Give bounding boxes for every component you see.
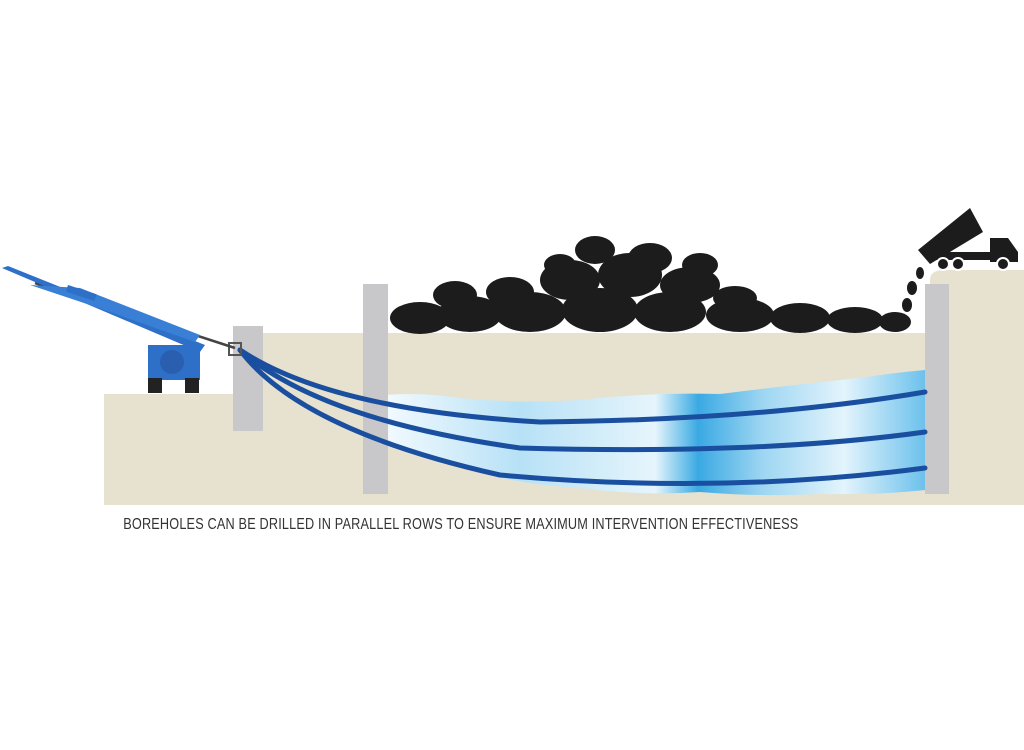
borehole-2	[237, 347, 928, 453]
wall-middle	[363, 284, 388, 494]
borehole-entry-bracket	[228, 342, 242, 356]
dump-truck-icon	[918, 208, 1018, 271]
wall-left	[233, 326, 263, 431]
drill-rig-icon	[2, 266, 236, 393]
contamination-plume	[385, 370, 925, 496]
diagram-caption: BOREHOLES CAN BE DRILLED IN PARALLEL ROW…	[123, 516, 799, 533]
walls	[233, 284, 949, 494]
boreholes	[237, 347, 928, 487]
borehole-1	[237, 347, 928, 425]
wall-right	[925, 284, 949, 494]
borehole-3	[237, 347, 928, 487]
waste-bags-icon	[390, 236, 924, 334]
